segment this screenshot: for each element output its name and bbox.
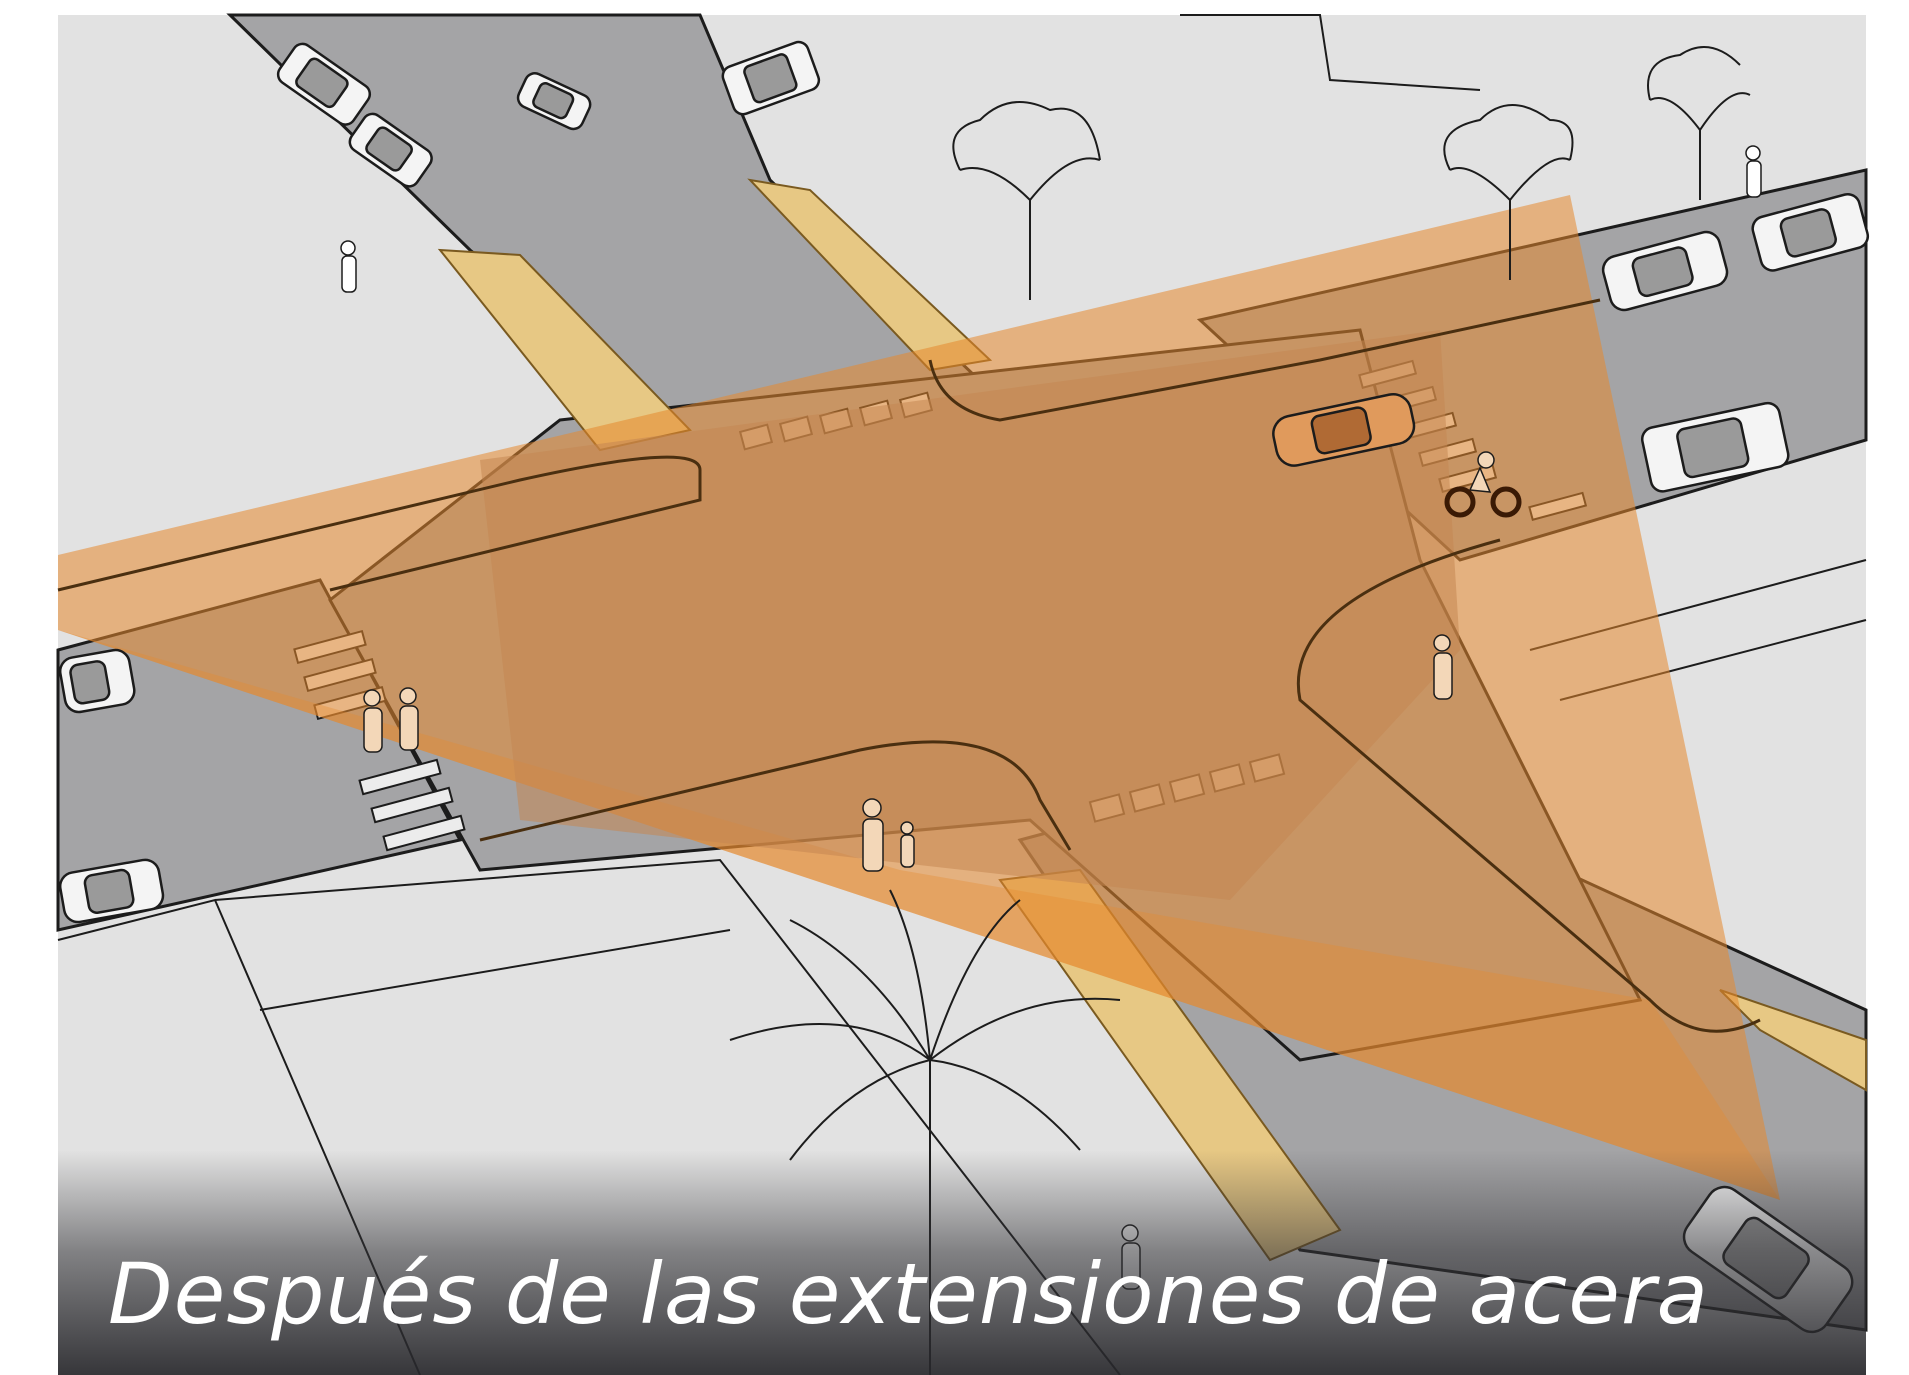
car-icon — [1272, 392, 1416, 467]
pedestrian-icon — [363, 689, 383, 753]
intersection-overlay — [480, 330, 1460, 900]
car-icon — [348, 112, 433, 188]
pedestrian-icon — [862, 798, 884, 872]
curb-extension-southeast — [1719, 989, 1867, 1092]
sightline-cone-secondary — [58, 630, 1780, 1200]
car-icon — [1751, 192, 1870, 272]
car-icon — [1601, 230, 1729, 312]
curb-lines — [57, 298, 1761, 1033]
pedestrian-icon — [1433, 634, 1453, 700]
car-icon — [1640, 401, 1790, 493]
pedestrian-icon — [340, 240, 357, 293]
tree-icon-1 — [952, 101, 1101, 300]
pedestrian-icon — [900, 821, 915, 868]
tree-icon-3 — [1647, 46, 1751, 200]
cyclist-icon — [1444, 451, 1522, 518]
car-icon — [276, 42, 372, 126]
pedestrian-icon — [399, 687, 419, 751]
car-icon — [58, 648, 136, 714]
pedestrian-icon — [1745, 145, 1762, 198]
car-icon — [516, 72, 592, 131]
car-icon — [721, 40, 821, 116]
caption-band — [58, 1150, 1866, 1375]
car-icon — [58, 858, 165, 924]
tree-icon-2 — [1443, 104, 1574, 280]
caption-title: Después de las extensiones de acera — [108, 1245, 1709, 1343]
